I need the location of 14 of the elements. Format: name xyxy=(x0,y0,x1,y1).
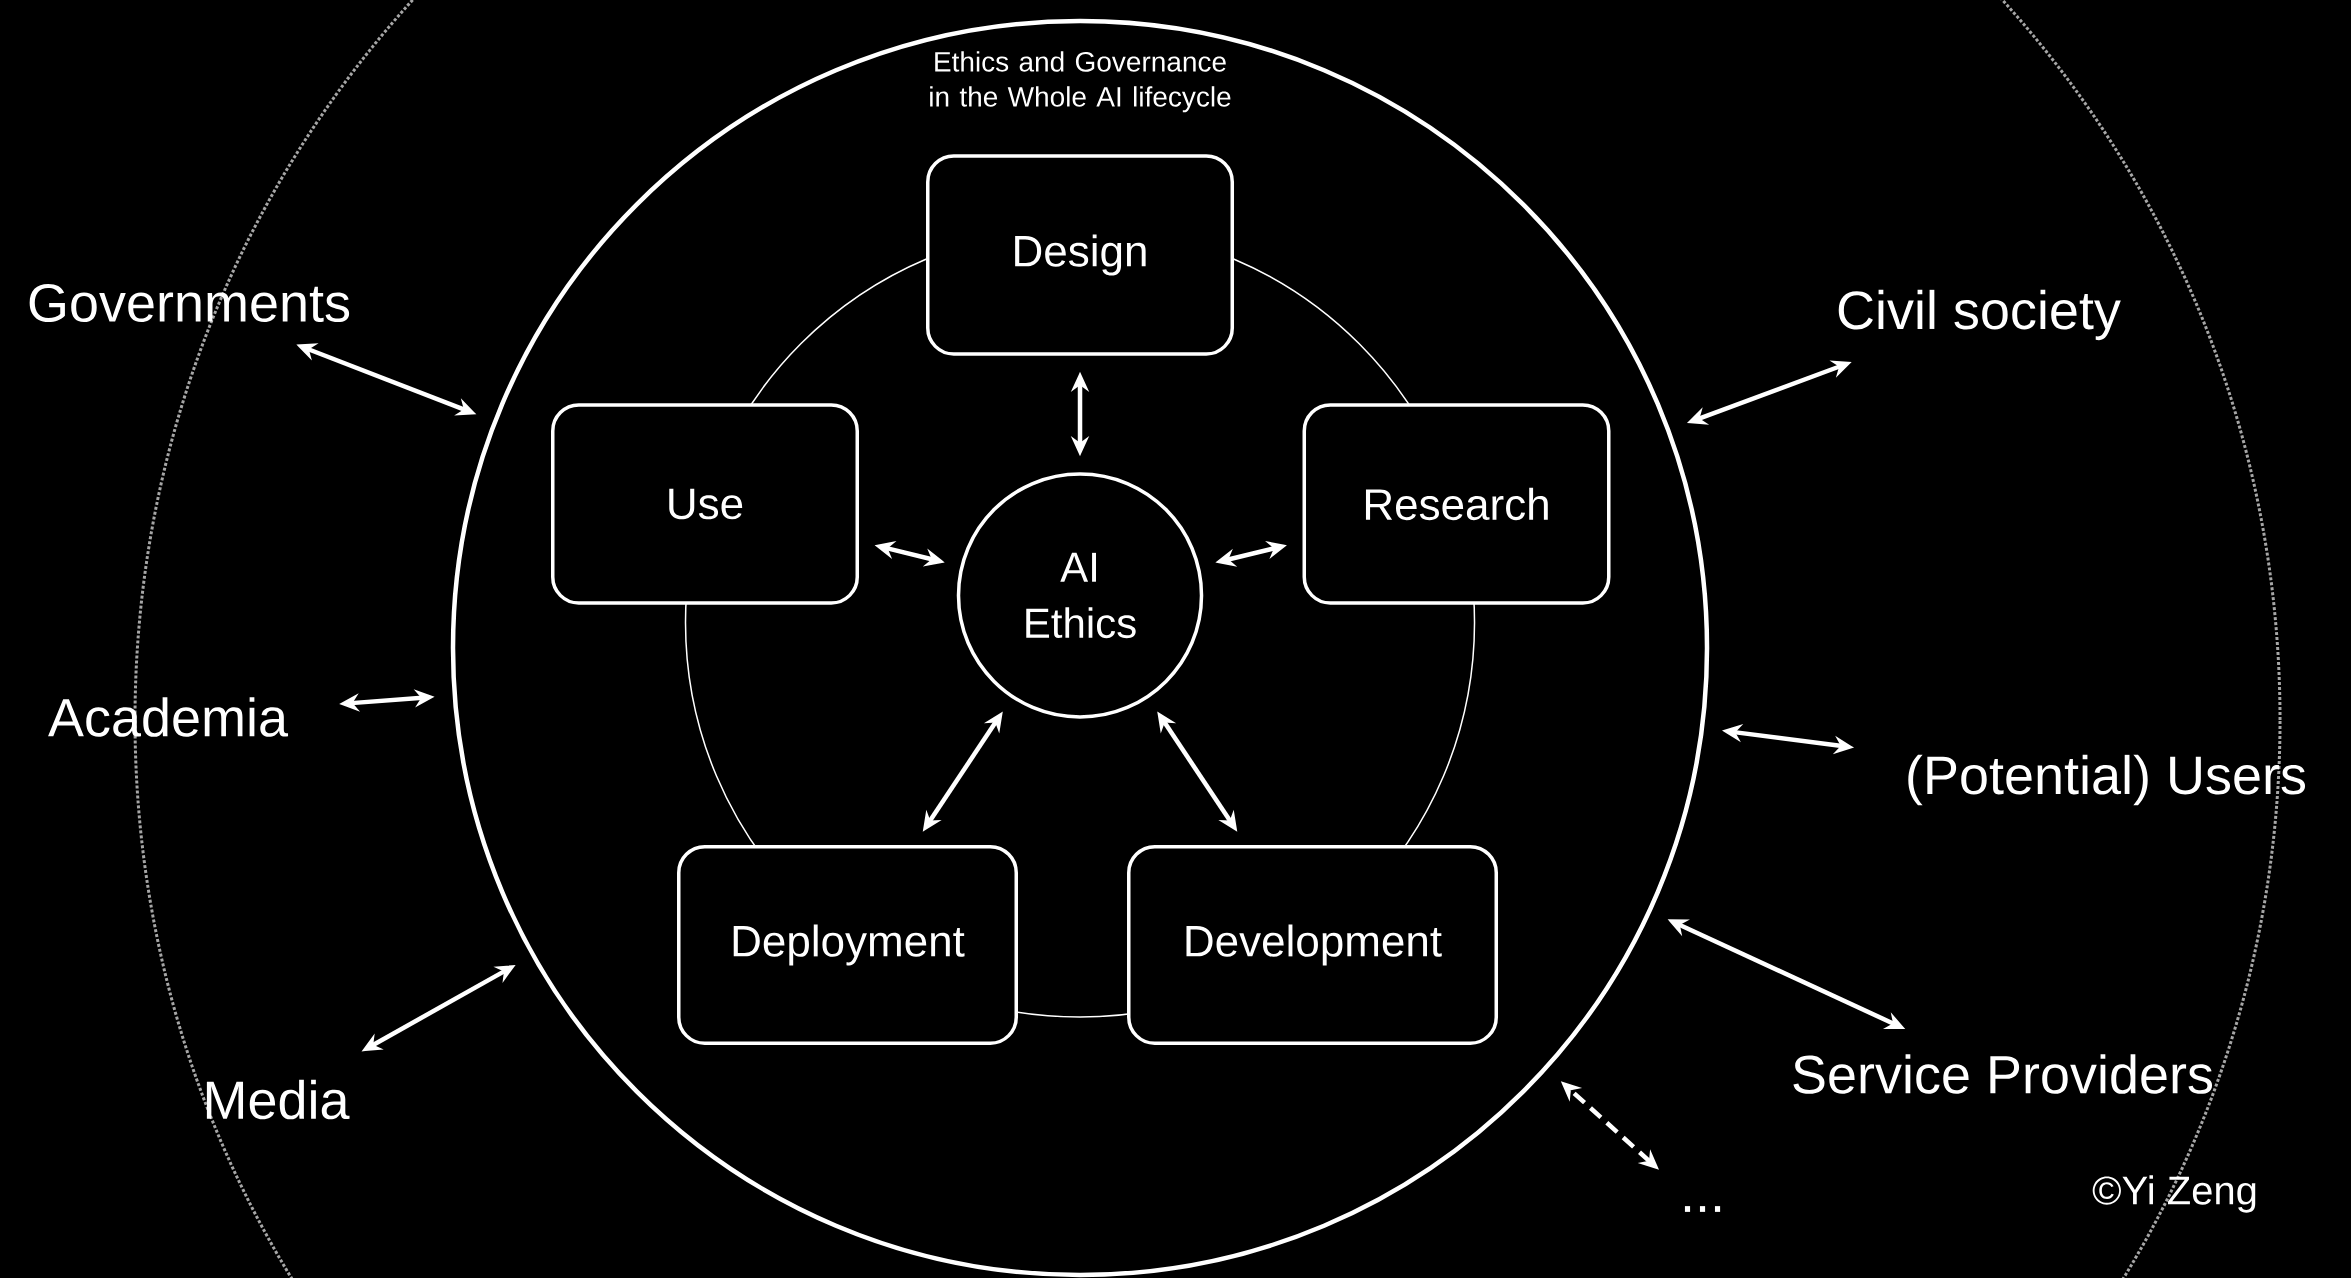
stage-box: Use xyxy=(551,403,859,605)
stakeholder-label: Governments xyxy=(29,283,350,323)
stakeholder-label: Academia xyxy=(48,697,289,737)
stakeholder-label: Media xyxy=(206,1079,350,1120)
copyright-note: ©Yi Zeng xyxy=(2092,1175,2256,1213)
stakeholder-label: Service Providers xyxy=(1793,1054,2213,1094)
stakeholder-label: (Potential) Users xyxy=(1908,754,2306,806)
stakeholder-label: Civil society xyxy=(1838,289,2121,341)
stage-box: Design xyxy=(926,154,1234,356)
stage-box: Development xyxy=(1127,845,1498,1045)
stage-box: Deployment xyxy=(677,845,1018,1045)
ring-title: Ethics and Governance in the Whole AI lifecycle xyxy=(930,51,1231,113)
stakeholder-label: ... xyxy=(1684,1206,1721,1212)
stage-box: Research xyxy=(1302,403,1611,605)
